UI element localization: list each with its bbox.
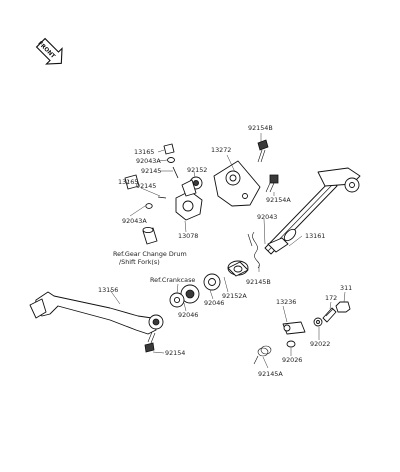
callout-92145-top: 92145 bbox=[141, 167, 161, 175]
callout-13272: 13272 bbox=[211, 146, 231, 154]
callout-92046-b: 92046 bbox=[204, 299, 224, 307]
callout-92145a: 92145A bbox=[258, 370, 283, 378]
collar-92026-part bbox=[286, 340, 296, 348]
bolt-172-part bbox=[322, 307, 337, 323]
pin-92043a-bottom-part bbox=[145, 203, 153, 209]
pawl-top-part bbox=[163, 143, 175, 155]
pawl-holder-part bbox=[175, 179, 203, 221]
callout-311: 311 bbox=[340, 284, 352, 292]
bearing-92046-a-part bbox=[180, 284, 200, 304]
front-arrow-icon: FRONT bbox=[35, 37, 63, 65]
shift-plate-part bbox=[213, 160, 261, 207]
callout-13156: 13156 bbox=[98, 286, 118, 294]
leader-lines bbox=[109, 133, 346, 369]
callout-13161: 13161 bbox=[305, 232, 325, 240]
ref-crankcase: Ref.Crankcase bbox=[150, 276, 195, 284]
bolt-92154b-part bbox=[257, 139, 269, 163]
callout-172: 172 bbox=[325, 294, 337, 302]
callout-92145-mid: 92145 bbox=[136, 182, 156, 190]
shift-shaft-part bbox=[264, 167, 361, 255]
callout-13078: 13078 bbox=[178, 232, 198, 240]
washer-92022-part bbox=[313, 317, 323, 327]
bolt-92154a-part bbox=[265, 174, 279, 193]
callout-92046-a: 92046 bbox=[178, 311, 198, 319]
collar-92152a-part bbox=[227, 260, 249, 277]
callout-13236: 13236 bbox=[276, 298, 296, 306]
shift-pedal-part bbox=[29, 291, 164, 335]
nut-311-part bbox=[335, 301, 351, 313]
bearing-92046-b-part bbox=[203, 273, 221, 291]
callout-92154b: 92154B bbox=[248, 124, 273, 132]
callout-92043: 92043 bbox=[257, 213, 277, 221]
ref-gear-drum-line1: Ref.Gear Change Drum bbox=[113, 250, 187, 258]
spring-92145a-part bbox=[253, 345, 272, 365]
callout-92152a: 92152A bbox=[222, 292, 247, 300]
callout-92043a-top: 92043A bbox=[136, 157, 161, 165]
callout-92152: 92152 bbox=[187, 166, 207, 174]
pin-92043a-top-part bbox=[167, 157, 175, 163]
pawl-bottom-part bbox=[124, 174, 140, 190]
callout-13165-bottom: 13165 bbox=[118, 178, 138, 186]
spring-92145b-part bbox=[247, 231, 260, 269]
spring-92145-top-part bbox=[172, 166, 179, 179]
spring-92145-mid-part bbox=[157, 196, 167, 199]
callout-92154a: 92154A bbox=[266, 196, 291, 204]
callout-92043a-bottom: 92043A bbox=[122, 217, 147, 225]
callout-13165-top: 13165 bbox=[134, 148, 154, 156]
callout-92026: 92026 bbox=[282, 356, 302, 364]
ref-gear-drum-line2: /Shift Fork(s) bbox=[119, 258, 160, 266]
crankcase-seal-part bbox=[169, 292, 185, 308]
callout-92022: 92022 bbox=[310, 340, 330, 348]
callout-92154: 92154 bbox=[165, 349, 185, 357]
callout-92145b: 92145B bbox=[246, 278, 271, 286]
drum-ref-pin-part bbox=[142, 226, 158, 245]
bolt-92154-part bbox=[144, 331, 156, 353]
stopper-13236-part bbox=[282, 321, 306, 335]
